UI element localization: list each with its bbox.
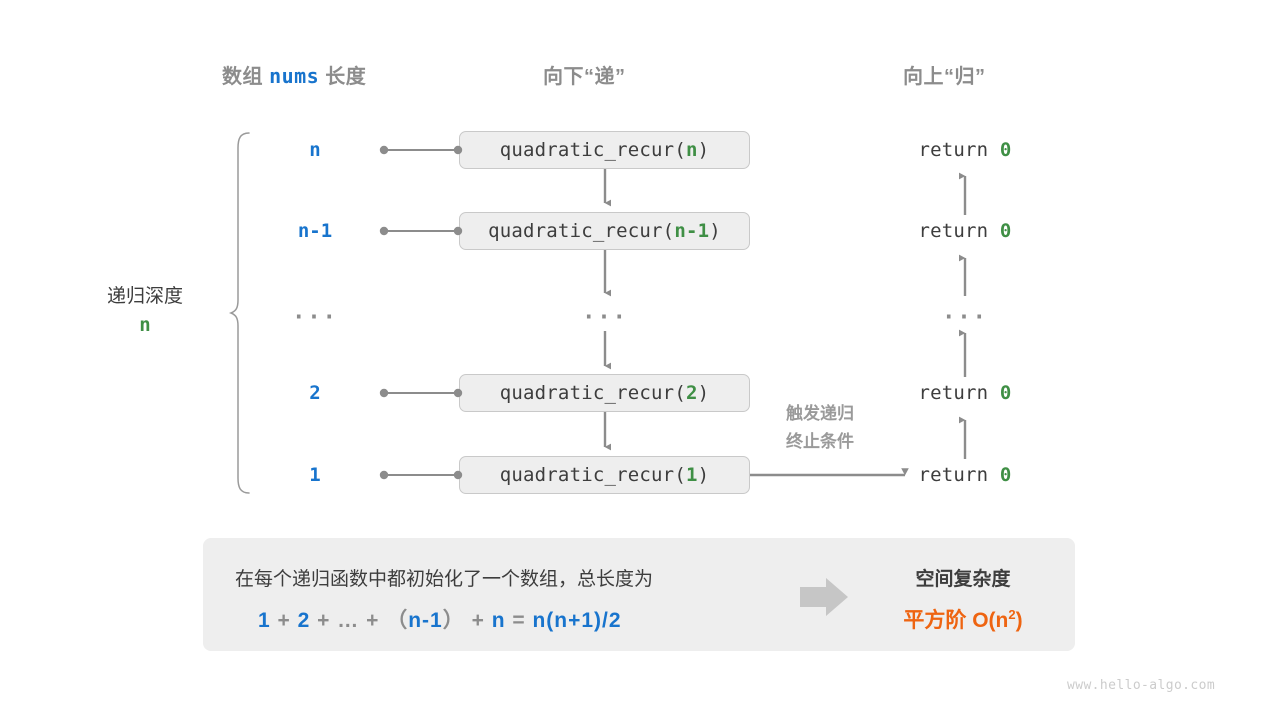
return-value-row-1: 0: [999, 139, 1012, 161]
return-label-ellipsis: ...: [942, 299, 988, 325]
array-size-label-row-5: 1: [309, 464, 321, 486]
call-box-row-5-prefix: quadratic_recur(: [499, 464, 686, 486]
return-label-row-2: return 0: [918, 220, 1011, 242]
recursion-depth-brace: [228, 132, 250, 494]
space-complexity-title: 空间复杂度: [915, 569, 1011, 590]
formula-op-1: +: [277, 609, 291, 632]
call-box-row-1-arg: n: [685, 139, 698, 161]
return-keyword-row-4: return: [918, 382, 989, 404]
watermark: www.hello-algo.com: [1067, 678, 1216, 693]
return-label-row-5: return 0: [918, 464, 1011, 486]
call-box-row-4-suffix: ): [697, 382, 710, 404]
return-value-row-2: 0: [999, 220, 1012, 242]
formula-term-1: 1: [258, 609, 271, 632]
call-box-ellipsis: ...: [582, 299, 628, 325]
formula-term-4: n-1: [408, 609, 443, 632]
formula-result: n(n+1)/2: [532, 609, 622, 632]
formula-term-5: n: [491, 609, 506, 632]
call-box-row-4-prefix: quadratic_recur(: [499, 382, 686, 404]
call-box-row-2-suffix: ): [709, 220, 721, 242]
recursion-depth-title: 递归深度: [106, 286, 183, 307]
return-keyword-row-5: return: [918, 464, 989, 486]
formula-term-2: 2: [297, 609, 311, 632]
array-size-label-row-2: n-1: [297, 220, 333, 242]
column-header-ascend: 向上“归”: [903, 66, 986, 88]
return-value-row-4: 0: [999, 382, 1012, 404]
call-box-row-1[interactable]: quadratic_recur(n): [459, 131, 750, 169]
call-box-row-1-suffix: ): [697, 139, 710, 161]
call-box-row-2-arg: n-1: [674, 220, 710, 242]
formula-op-3: +: [366, 609, 380, 632]
summary-panel: [203, 538, 1075, 651]
space-complexity-value: 平方阶 O(n2): [903, 604, 1022, 634]
call-box-row-4-arg: 2: [685, 382, 698, 404]
return-keyword-row-2: return: [918, 220, 989, 242]
recursion-depth-value: n: [139, 314, 151, 337]
call-box-row-2[interactable]: quadratic_recur(n-1): [459, 212, 750, 250]
complexity-exponent: 2: [1008, 607, 1016, 622]
formula-rparen: ）: [442, 609, 465, 632]
formula-op-4: +: [471, 609, 485, 632]
column-header-array-length: 数组 nums 长度: [222, 60, 366, 89]
header-left-code: nums: [269, 64, 320, 88]
terminate-note-line-2: 终止条件: [786, 432, 854, 451]
size-to-call-connectors: [379, 145, 463, 480]
call-box-row-4[interactable]: quadratic_recur(2): [459, 374, 750, 412]
formula-term-3: …: [337, 609, 360, 632]
complexity-big-o: O(n: [972, 609, 1009, 632]
formula-lparen: （: [386, 609, 409, 632]
header-left-prefix: 数组: [222, 66, 263, 88]
terminate-note-line-1: 触发递归: [786, 403, 854, 423]
call-box-row-5-suffix: ): [697, 464, 710, 486]
return-label-row-4: return 0: [918, 382, 1011, 404]
array-size-label-ellipsis: ...: [292, 299, 338, 325]
terminate-condition-note: 触发递归 终止条件: [786, 400, 854, 456]
return-label-row-1: return 0: [918, 139, 1011, 161]
complexity-prefix: 平方阶: [903, 609, 967, 632]
complexity-close-paren: ): [1015, 609, 1023, 632]
formula-op-2: +: [317, 609, 331, 632]
recursion-depth-label: 递归深度 n: [95, 282, 195, 341]
summary-formula: 1 + 2 + … + （n-1） + n = n(n+1)/2: [258, 604, 622, 634]
column-header-descend: 向下“递”: [543, 66, 626, 88]
summary-description: 在每个递归函数中都初始化了一个数组，总长度为: [235, 569, 654, 590]
header-left-suffix: 长度: [325, 66, 367, 88]
call-box-row-5[interactable]: quadratic_recur(1): [459, 456, 750, 494]
call-box-row-1-prefix: quadratic_recur(: [499, 139, 686, 161]
call-box-row-5-arg: 1: [685, 464, 698, 486]
array-size-label-row-4: 2: [309, 382, 321, 404]
return-keyword-row-1: return: [918, 139, 989, 161]
return-value-row-5: 0: [999, 464, 1012, 486]
formula-equals: =: [512, 609, 526, 632]
array-size-label-row-1: n: [309, 139, 321, 161]
call-box-row-2-prefix: quadratic_recur(: [488, 220, 675, 242]
